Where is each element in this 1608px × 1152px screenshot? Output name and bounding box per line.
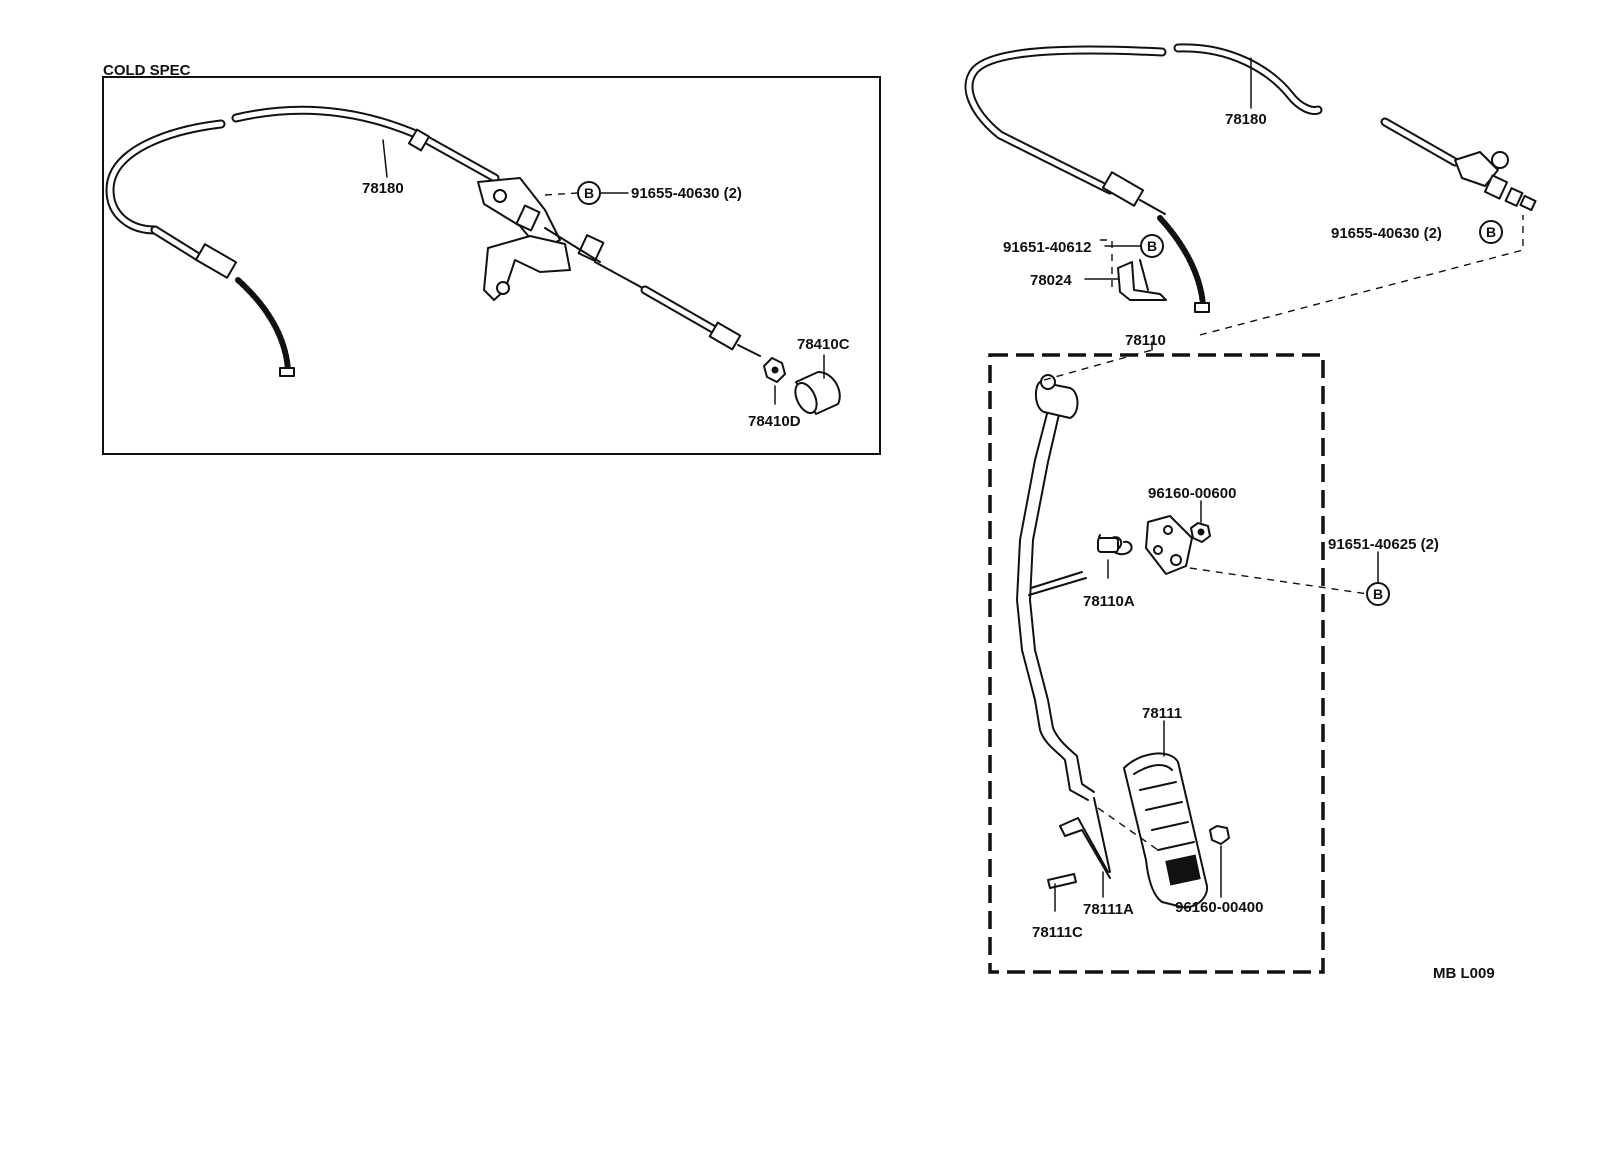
badge-letter: B xyxy=(1147,238,1157,254)
pin-78111C xyxy=(1047,873,1077,889)
badge-b-right: B xyxy=(1366,582,1390,606)
pedal-pad-78111 xyxy=(1123,752,1209,909)
inset-bracket xyxy=(477,177,605,301)
main-assembly: B B B 78180 91655-40630 (2) 91651-40612 … xyxy=(964,43,1537,982)
pedal-assembly-box xyxy=(988,353,1325,974)
inset-title: COLD SPEC xyxy=(103,62,191,79)
nut-96160-00600 xyxy=(1190,522,1211,543)
nut-96160-00400 xyxy=(1209,825,1230,845)
label-78111C: 78111C xyxy=(1032,924,1083,941)
badge-b-top-right: B xyxy=(1479,220,1503,244)
inset-label-91655-40630: 91655-40630 (2) xyxy=(631,185,742,202)
main-cable-78180 xyxy=(964,43,1537,313)
inset-badge-letter: B xyxy=(584,185,594,201)
inset-cable-78180 xyxy=(105,105,761,377)
drawing-code: MB L009 xyxy=(1433,965,1495,982)
spring-78110A xyxy=(1097,534,1133,556)
inset-label-78410D: 78410D xyxy=(748,413,801,430)
inset-cap-78410C xyxy=(794,371,841,415)
label-78180: 78180 xyxy=(1225,111,1267,128)
inset-label-78180: 78180 xyxy=(362,180,404,197)
label-78111: 78111 xyxy=(1142,705,1182,722)
badge-letter: B xyxy=(1486,224,1496,240)
label-96160-00400: 96160-00400 xyxy=(1175,899,1263,916)
pivot-plate xyxy=(1145,515,1193,575)
label-78024: 78024 xyxy=(1030,272,1072,289)
label-91651-40612: 91651-40612 xyxy=(1003,239,1091,256)
inset-label-78410C: 78410C xyxy=(797,336,850,353)
main-clamp-78024 xyxy=(1117,259,1167,301)
inset-badge-b: B xyxy=(577,181,601,205)
label-91651-40625: 91651-40625 (2) xyxy=(1328,536,1439,553)
badge-b-left: B xyxy=(1140,234,1164,258)
label-96160-00600: 96160-00600 xyxy=(1148,485,1236,502)
badge-letter: B xyxy=(1373,586,1383,602)
pad-spring-78111A xyxy=(1059,797,1111,879)
cold-spec-inset: COLD SPEC xyxy=(102,62,881,455)
label-91655-40630: 91655-40630 (2) xyxy=(1331,225,1442,242)
inset-frame xyxy=(102,76,881,455)
pedal-arm xyxy=(1016,374,1095,801)
label-78111A: 78111A xyxy=(1083,901,1134,918)
label-78110: 78110 xyxy=(1125,332,1166,349)
label-78110A: 78110A xyxy=(1083,593,1135,610)
inset-nut-78410D xyxy=(763,357,786,383)
